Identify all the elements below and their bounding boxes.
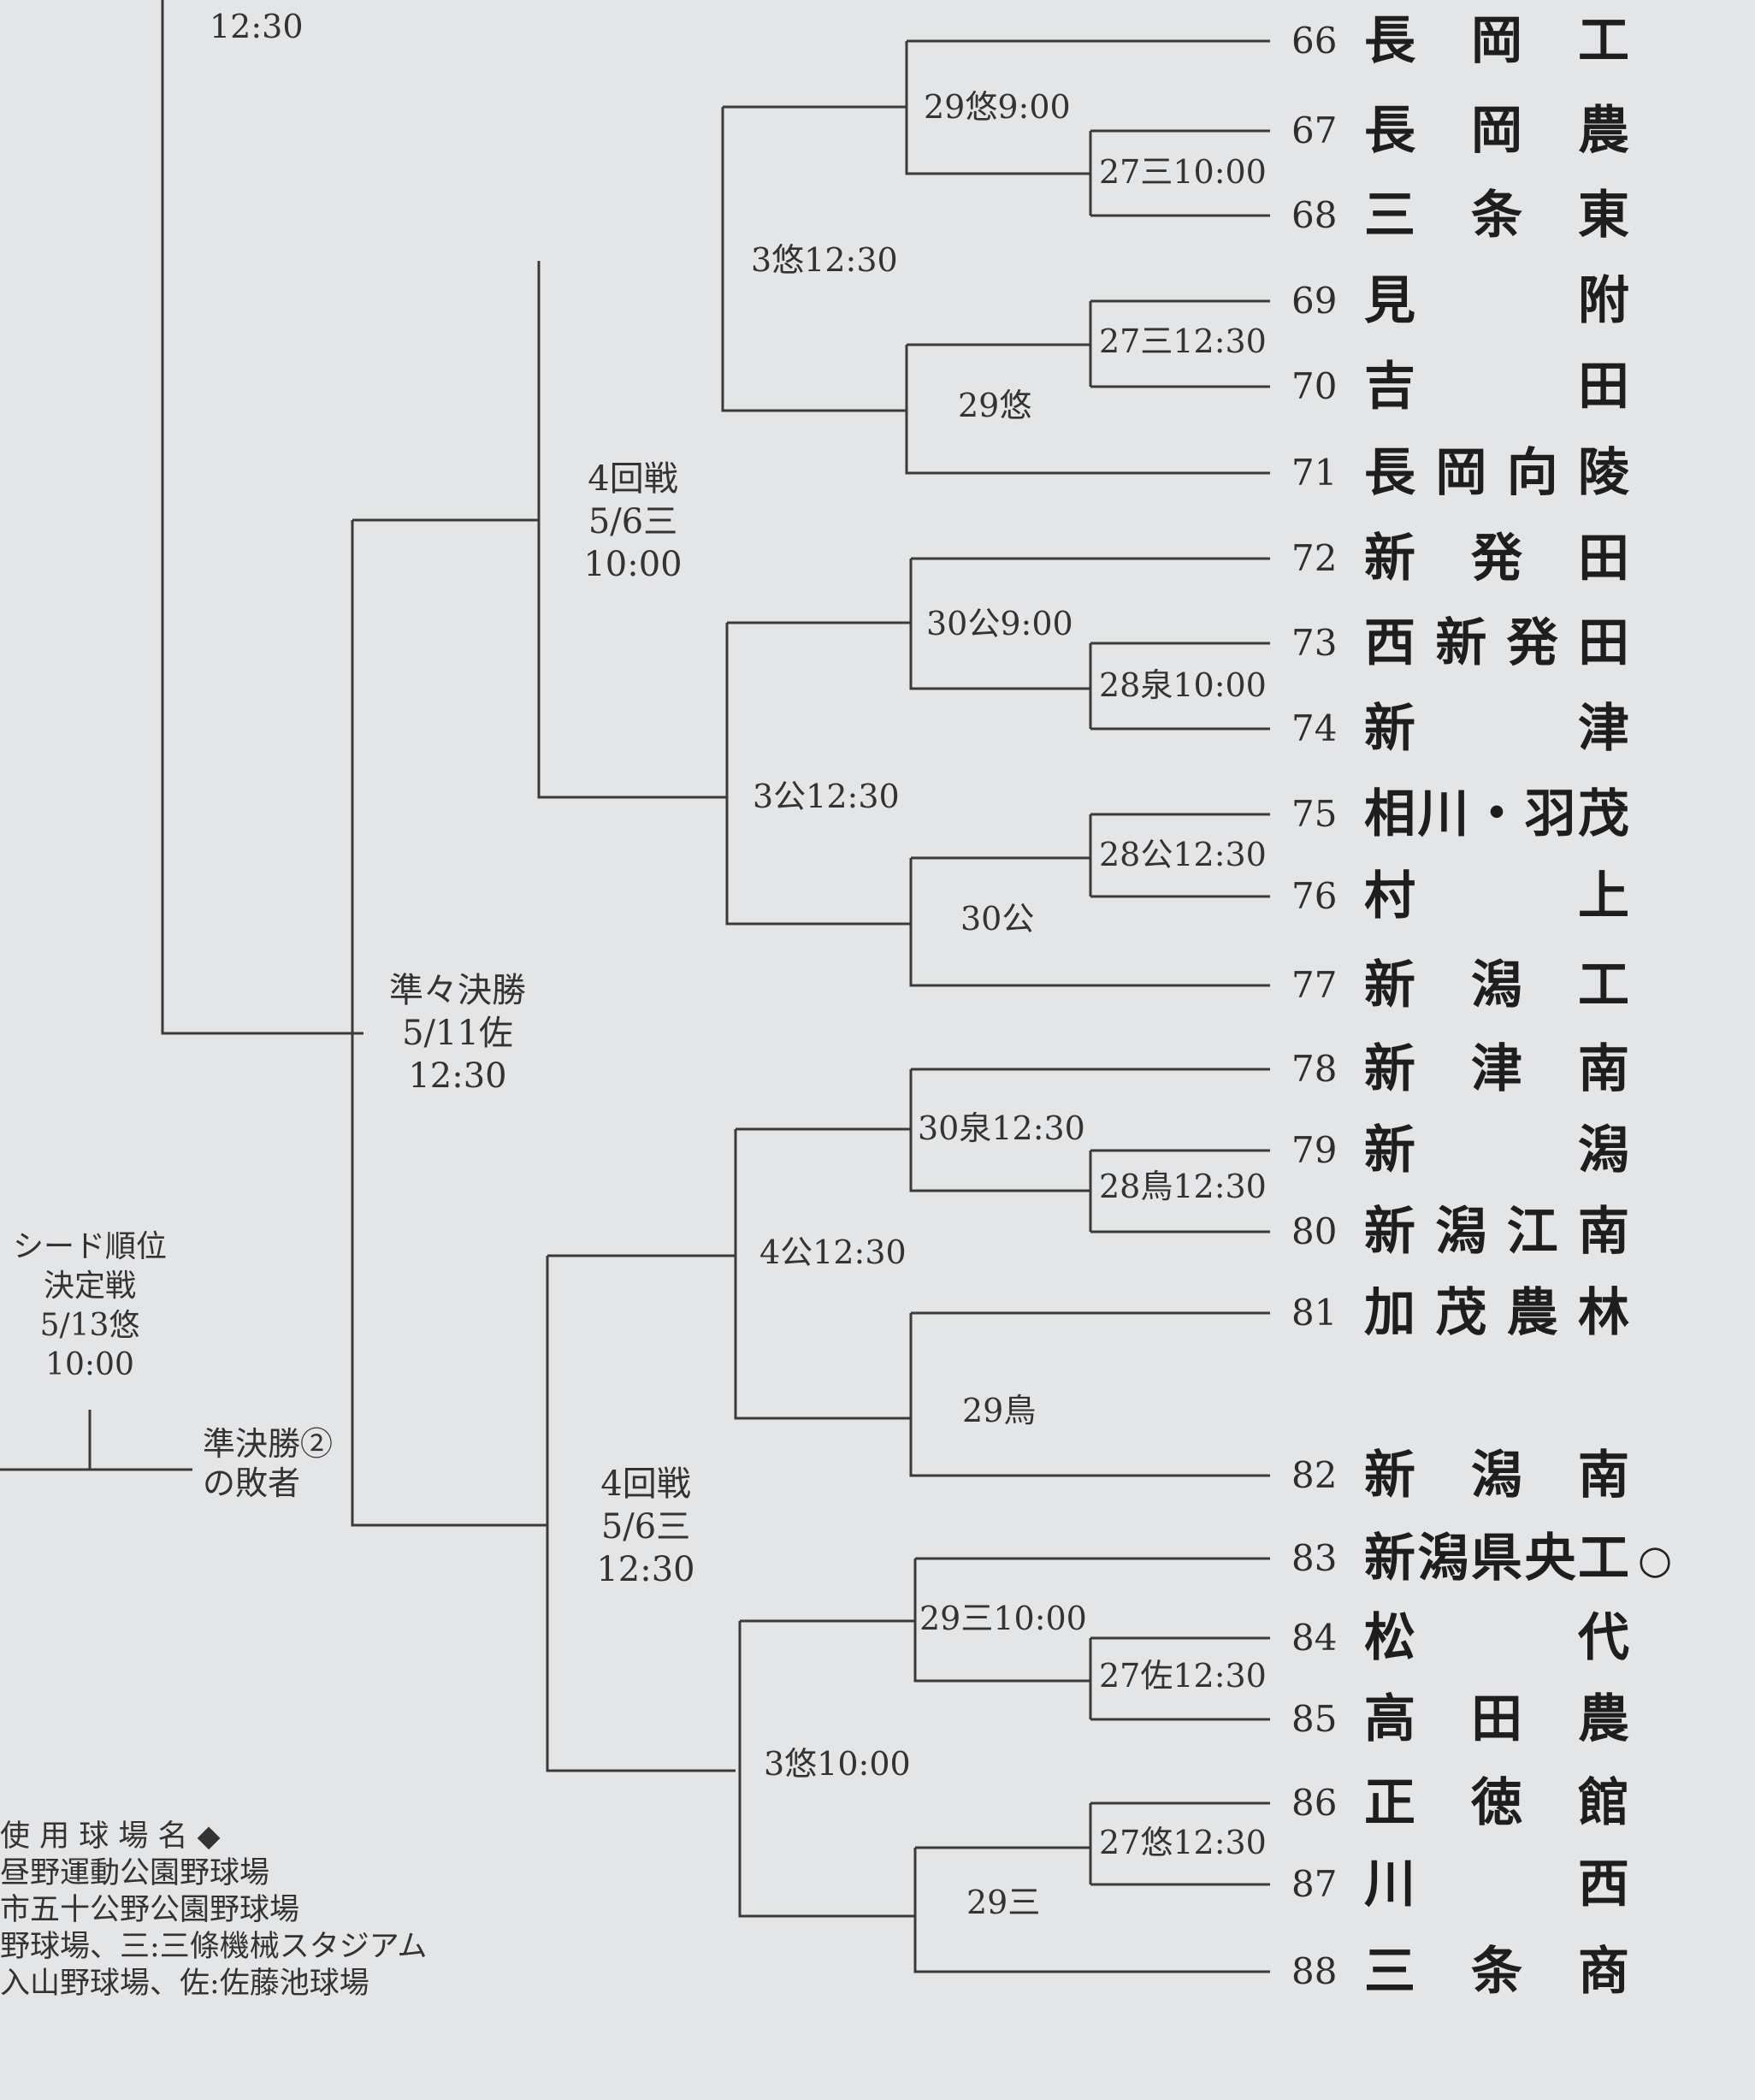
game-label: 4公12:30 — [759, 1233, 907, 1271]
team-number: 67 — [1291, 109, 1338, 151]
team-name: 新潟工 — [1364, 955, 1629, 1015]
game-label: 29三 — [966, 1884, 1041, 1921]
game-label: 27悠12:30 — [1099, 1824, 1267, 1861]
game-label: 3公12:30 — [753, 778, 900, 815]
team-name: 新潟 — [1364, 1121, 1629, 1180]
game-label: 27三10:00 — [1099, 153, 1267, 191]
team-number: 72 — [1291, 537, 1338, 579]
team-name: 西新発田 — [1364, 613, 1629, 673]
team-number: 71 — [1291, 452, 1338, 494]
team-name: 長岡向陵 — [1364, 443, 1629, 503]
team-name: 長岡工 — [1364, 11, 1629, 71]
team-name: 村上 — [1364, 867, 1629, 926]
team-number: 78 — [1291, 1048, 1338, 1090]
team-number: 75 — [1291, 793, 1338, 835]
team-name: 新津 — [1364, 699, 1629, 759]
game-label: 29鳥 — [962, 1392, 1037, 1429]
team-number: 68 — [1291, 194, 1338, 236]
game-label: 30公 — [960, 900, 1035, 938]
team-number: 69 — [1291, 280, 1338, 322]
game-label: 30泉12:30 — [918, 1109, 1085, 1147]
team-name: 正徳館 — [1364, 1773, 1629, 1833]
team-name: 見附 — [1364, 271, 1629, 331]
game-label: 29悠 — [958, 387, 1032, 424]
team-name: 吉田 — [1364, 357, 1629, 417]
game-label: 3悠10:00 — [764, 1745, 911, 1783]
team-number: 77 — [1291, 964, 1338, 1006]
team-name: 三条商 — [1364, 1942, 1629, 2002]
team-number: 66 — [1291, 20, 1338, 62]
venue-legend-line: 入山野球場、佐:佐藤池球場 — [0, 1967, 369, 2001]
round-label-4th-top: 4回戦 5/6三 10:00 — [583, 459, 682, 584]
game-label: 28公12:30 — [1099, 836, 1267, 873]
venue-legend-title: 使 用 球 場 名 ◆ — [0, 1819, 221, 1854]
team-name: 三条東 — [1364, 186, 1629, 245]
team-number: 86 — [1291, 1782, 1338, 1824]
team-number: 87 — [1291, 1863, 1338, 1905]
game-label: 29悠9:00 — [924, 88, 1071, 126]
team-name: 松代 — [1364, 1608, 1629, 1668]
team-number: 70 — [1291, 365, 1338, 407]
round-label-seed-decider: シード順位 決定戦 5/13悠 10:00 — [12, 1229, 168, 1382]
game-label: 28泉10:00 — [1099, 666, 1267, 704]
team-number: 76 — [1291, 875, 1338, 917]
team-number: 83 — [1291, 1537, 1338, 1579]
team-number: 88 — [1291, 1950, 1338, 1992]
team-number: 74 — [1291, 707, 1338, 749]
team-number: 73 — [1291, 622, 1338, 664]
game-label: 29三10:00 — [919, 1600, 1087, 1637]
team-name: 新発田 — [1364, 529, 1629, 589]
game-label: 27三12:30 — [1099, 322, 1267, 360]
team-number: 81 — [1291, 1292, 1338, 1334]
team-name: 加茂農林 — [1364, 1283, 1629, 1343]
game-label: 30公9:00 — [926, 605, 1073, 642]
venue-legend-line: 市五十公野公園野球場 — [0, 1893, 300, 1927]
team-number: 85 — [1291, 1698, 1338, 1740]
game-label: 27佐12:30 — [1099, 1657, 1267, 1695]
team-name: 高田農 — [1364, 1689, 1629, 1749]
team-name: 相川・羽茂 — [1364, 784, 1629, 844]
venue-legend-line: 野球場、三:三條機械スタジアム — [0, 1930, 428, 1964]
team-number: 79 — [1291, 1129, 1338, 1171]
seed-mark: ○ — [1638, 1536, 1673, 1582]
top-time: 12:30 — [210, 8, 304, 45]
team-number: 84 — [1291, 1617, 1338, 1659]
team-name: 新津南 — [1364, 1039, 1629, 1099]
team-name: 長岡農 — [1364, 101, 1629, 161]
semifinal-loser-label: 準決勝② の敗者 — [203, 1425, 334, 1502]
team-number: 80 — [1291, 1210, 1338, 1252]
venue-legend-line: 昼野運動公園野球場 — [0, 1856, 270, 1890]
round-label-quarterfinal: 準々決勝 5/11佐 12:30 — [389, 971, 526, 1096]
team-name: 新潟南 — [1364, 1446, 1629, 1505]
team-name: 新潟江南 — [1364, 1202, 1629, 1262]
team-name: 川西 — [1364, 1855, 1629, 1914]
team-number: 82 — [1291, 1454, 1338, 1496]
team-name: 新潟県央工 — [1364, 1529, 1629, 1588]
round-label-4th-bottom: 4回戦 5/6三 12:30 — [596, 1464, 695, 1589]
game-label: 3悠12:30 — [751, 241, 898, 279]
game-label: 28鳥12:30 — [1099, 1168, 1267, 1205]
